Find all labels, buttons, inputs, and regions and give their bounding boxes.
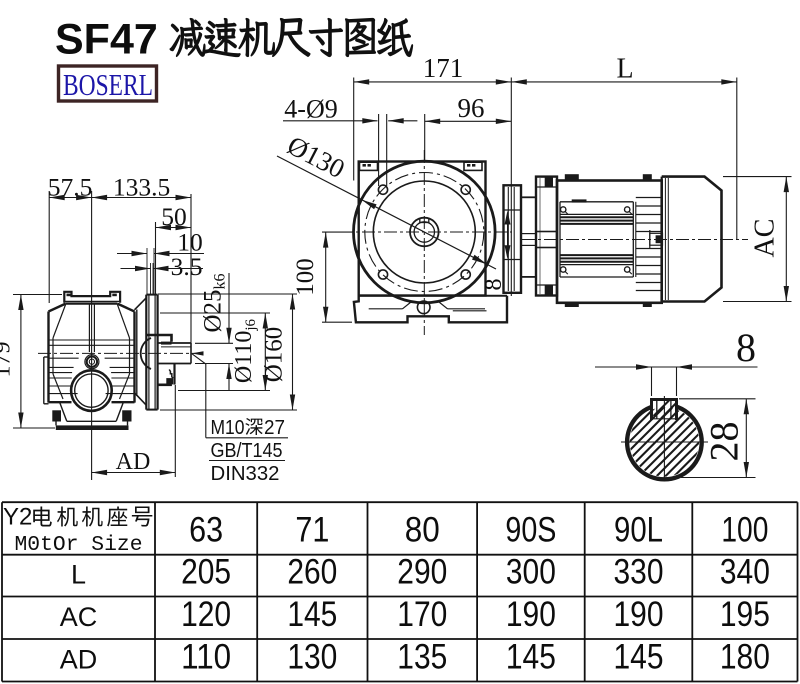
svg-text:L: L [616,54,633,85]
svg-text:330: 330 [614,553,664,592]
svg-text:8: 8 [736,325,756,370]
svg-text:300: 300 [506,553,556,592]
svg-text:145: 145 [287,595,337,634]
svg-text:100: 100 [292,258,319,296]
svg-text:63: 63 [189,511,223,550]
svg-text:195: 195 [720,595,770,634]
svg-text:AC: AC [60,602,98,632]
svg-text:80: 80 [405,511,440,550]
svg-text:10: 10 [177,228,203,257]
svg-text:27: 27 [264,417,285,439]
svg-text:L: L [71,560,86,590]
svg-text:M0tOr Size: M0tOr Size [15,534,143,557]
svg-text:180: 180 [720,638,770,677]
svg-text:190: 190 [506,595,556,634]
svg-text:Ø160: Ø160 [261,327,288,383]
svg-text:205: 205 [181,553,231,592]
svg-text:Ø25k6: Ø25k6 [200,273,229,332]
svg-text:260: 260 [287,553,337,592]
svg-text:100: 100 [721,511,768,550]
svg-text:8: 8 [481,279,507,291]
svg-text:133.5: 133.5 [113,173,170,202]
svg-text:110: 110 [181,638,231,677]
svg-text:M10: M10 [211,417,245,439]
svg-text:90S: 90S [505,511,556,550]
svg-text:171: 171 [423,53,464,83]
svg-text:SF47: SF47 [55,16,158,64]
svg-text:28: 28 [702,422,747,462]
svg-text:Y2: Y2 [3,504,32,531]
svg-text:340: 340 [720,553,770,592]
svg-text:170: 170 [397,595,447,634]
svg-text:GB/T145: GB/T145 [211,440,283,462]
svg-text:AD: AD [60,645,98,675]
svg-text:90L: 90L [614,511,663,550]
svg-text:120: 120 [181,595,231,634]
svg-text:71: 71 [295,511,329,550]
svg-text:190: 190 [614,595,664,634]
svg-text:4-Ø9: 4-Ø9 [284,95,337,124]
svg-text:AC: AC [750,219,781,258]
svg-text:96: 96 [458,93,485,123]
svg-text:DIN332: DIN332 [211,463,280,485]
svg-text:145: 145 [614,638,664,677]
svg-text:145: 145 [506,638,556,677]
svg-text:3.5: 3.5 [171,252,203,281]
svg-text:130: 130 [287,638,337,677]
svg-text:BOSERL: BOSERL [63,68,153,102]
svg-text:179: 179 [0,342,16,378]
svg-text:290: 290 [397,553,447,592]
svg-text:135: 135 [397,638,447,677]
svg-text:AD: AD [116,449,151,475]
